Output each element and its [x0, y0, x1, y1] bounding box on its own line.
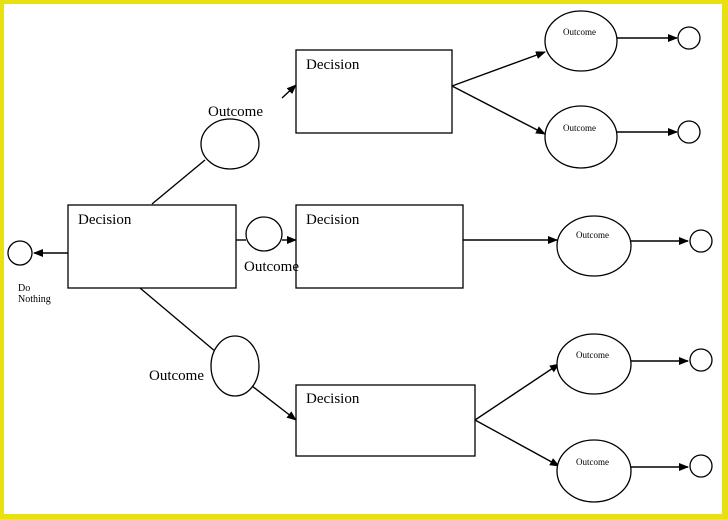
- end-node-2: [677, 120, 701, 144]
- decision-label: Decision: [78, 212, 132, 228]
- outcome-node-bottom: Outcome: [149, 335, 260, 397]
- outcome-label: Outcome: [149, 368, 204, 384]
- outcome-node-1: Outcome: [544, 10, 618, 72]
- edge-root-to-bottom-outcome: [139, 287, 217, 353]
- outcome-node-middle: Outcome: [244, 216, 299, 275]
- decision-node-bottom: Decision: [295, 384, 476, 457]
- do-nothing-label-line1: Do: [18, 283, 30, 294]
- decision-node-middle: Decision: [295, 204, 464, 289]
- decision-node-root: Decision: [67, 204, 237, 289]
- do-nothing-label-line2: Nothing: [18, 294, 51, 305]
- edges: [33, 34, 689, 471]
- end-node-4: [689, 348, 713, 372]
- outcome-node-4: Outcome: [556, 333, 632, 395]
- edge-bottom-outcome-to-decision: [251, 385, 297, 421]
- outcome-node-5: Outcome: [556, 439, 632, 503]
- outcome-label: Outcome: [208, 104, 263, 120]
- decision-label: Decision: [306, 57, 360, 73]
- edge-d1-to-o2: [451, 85, 546, 135]
- decision-node-top: Decision: [295, 49, 453, 134]
- outcome-node-3: Outcome: [556, 215, 632, 277]
- outcome-label: Outcome: [576, 350, 609, 360]
- outcome-label: Outcome: [576, 230, 609, 240]
- outcome-label: Outcome: [576, 457, 609, 467]
- end-node-1: [677, 26, 701, 50]
- edge-d3-to-o5: [474, 419, 560, 467]
- edge-root-to-top-outcome: [151, 159, 206, 205]
- outcome-node-2: Outcome: [544, 105, 618, 169]
- end-node-3: [689, 229, 713, 253]
- do-nothing-node: Do Nothing: [7, 240, 51, 305]
- outcome-label: Outcome: [244, 259, 299, 275]
- decision-label: Decision: [306, 212, 360, 228]
- decision-label: Decision: [306, 391, 360, 407]
- edge-top-outcome-to-decision: [281, 84, 297, 99]
- end-node-5: [689, 454, 713, 478]
- edge-d3-to-o4: [474, 363, 560, 421]
- edge-d1-to-o1: [451, 51, 546, 87]
- outcome-label: Outcome: [563, 123, 596, 133]
- outcome-node-top: Outcome: [200, 104, 263, 170]
- outcome-label: Outcome: [563, 27, 596, 37]
